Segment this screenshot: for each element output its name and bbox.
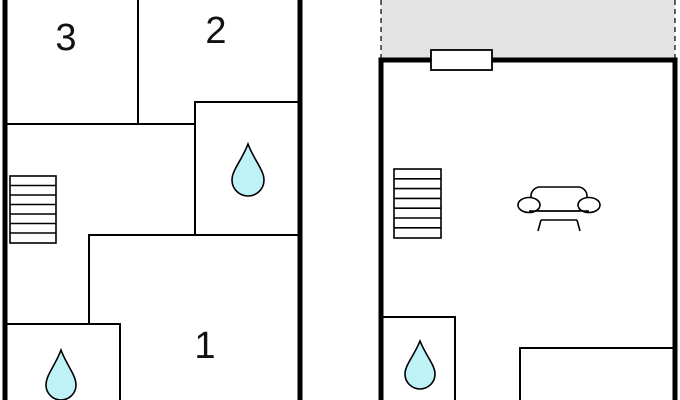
sofa-icon xyxy=(517,186,601,232)
water-drop-icon xyxy=(45,347,77,400)
wall-bathroom-right-floor xyxy=(381,316,456,400)
window xyxy=(430,49,493,71)
water-drop-icon xyxy=(231,141,265,197)
room-number-1: 1 xyxy=(194,325,215,367)
right-floor-outer-wall xyxy=(378,57,678,400)
stairs-icon xyxy=(393,168,442,239)
terrace-area xyxy=(381,0,675,60)
wall-room-1 xyxy=(88,234,300,324)
wall-room-lower-right xyxy=(519,347,675,400)
room-number-3: 3 xyxy=(55,17,76,59)
wall-bathroom-upper xyxy=(194,101,300,235)
wall-bathroom-lower-left xyxy=(5,323,121,400)
right-floor xyxy=(378,0,678,400)
stairs-icon xyxy=(9,175,57,244)
room-number-2: 2 xyxy=(205,10,226,52)
left-floor xyxy=(2,0,303,400)
water-drop-icon xyxy=(404,338,436,390)
